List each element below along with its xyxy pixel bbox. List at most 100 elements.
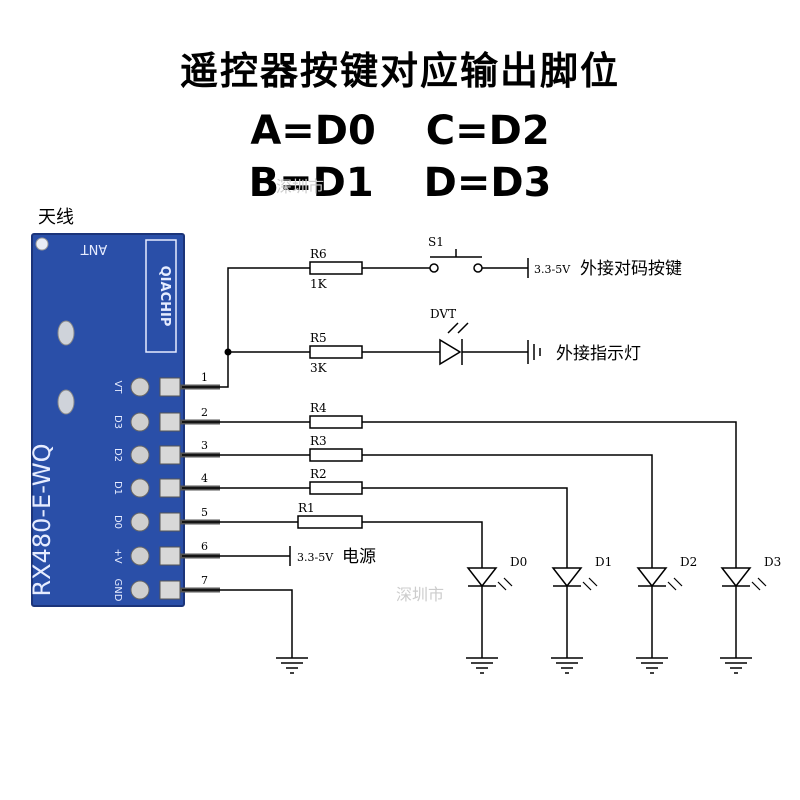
led-body: [466, 567, 498, 588]
led-ray: [667, 581, 677, 591]
model-text: RX480-E-WQ: [28, 443, 56, 596]
wire-r1: [362, 521, 483, 568]
led-ray: [503, 577, 513, 587]
r6-name: R6: [310, 247, 327, 261]
brand-box: [145, 239, 177, 353]
ground-symbols: [276, 657, 752, 674]
ground-symbol: [276, 657, 308, 674]
component-1: [57, 320, 75, 346]
ground-symbol: [551, 657, 583, 674]
pin-1: VT1: [112, 371, 220, 397]
pin-pad: [130, 512, 150, 532]
r2-name: R2: [310, 467, 327, 481]
resistor-labels: R6 1K R5 3K R4 R3 R2 R1: [298, 247, 328, 515]
pin-label: D1: [112, 481, 123, 495]
wire-r2: [362, 487, 568, 568]
wire-pin7: [182, 589, 293, 658]
pin-number: 5: [201, 506, 208, 519]
led-d1: D1: [551, 555, 612, 591]
resistor-r1: [297, 515, 363, 529]
led-ray: [757, 577, 767, 587]
pin-header: [159, 580, 181, 600]
led-body: [636, 567, 668, 588]
pin-pad: [130, 580, 150, 600]
pin-pad: [130, 478, 150, 498]
pin-pad: [130, 377, 150, 397]
r3-name: R3: [310, 434, 327, 448]
antenna-label: 天线: [38, 207, 74, 228]
s1-label: S1: [428, 235, 444, 249]
mapping-d: D=D3: [423, 160, 552, 206]
pin-header: [159, 512, 181, 532]
led-d0: D0: [466, 555, 527, 591]
component-2: [57, 389, 75, 415]
mapping-row-2: B=D1 D=D3: [0, 160, 800, 206]
pin-label: D3: [112, 415, 123, 429]
ant-text: ANT: [81, 241, 108, 256]
pin-number: 4: [201, 472, 208, 485]
mapping-a: A=D0: [250, 108, 376, 154]
pin-label: GND: [112, 579, 123, 602]
wire-r4: [362, 421, 737, 568]
pin-pad: [130, 546, 150, 566]
ground-symbol: [720, 657, 752, 674]
r4-name: R4: [310, 401, 327, 415]
watermark-bottom: 深圳市: [396, 585, 444, 604]
pin-pad: [130, 412, 150, 432]
led-label: D3: [764, 555, 781, 569]
watermark-top: 深圳市: [276, 177, 324, 196]
pin-header: [159, 412, 181, 432]
led-ray: [582, 581, 592, 591]
led-d2: D2: [636, 555, 697, 591]
led-d3: D3: [720, 555, 781, 591]
led-ray: [751, 581, 761, 591]
pin-number: 1: [201, 371, 208, 384]
resistor-r3: [309, 448, 363, 462]
resistor-r5: [309, 345, 363, 359]
resistor-r4: [309, 415, 363, 429]
mapping-c: C=D2: [425, 108, 550, 154]
junction-dot: [224, 348, 232, 356]
wire-r3: [362, 454, 653, 568]
ground-symbol: [636, 657, 668, 674]
dvt-label: DVT: [430, 307, 456, 321]
pair-button-label: 外接对码按键: [580, 259, 682, 279]
pin-number: 2: [201, 406, 208, 419]
pin-number: 7: [201, 574, 208, 587]
pair-button-voltage: 3.3-5V: [534, 263, 571, 276]
wire-pin1: [182, 267, 310, 388]
r6-value: 1K: [310, 277, 328, 291]
mapping-b: B=D1: [248, 160, 374, 206]
wires: [182, 267, 737, 658]
page-title: 遥控器按键对应输出脚位: [179, 49, 620, 93]
power-label: 电源: [342, 547, 376, 567]
resistors: [297, 261, 363, 529]
led-label: D0: [510, 555, 527, 569]
led-body: [720, 567, 752, 588]
led-ray: [588, 577, 598, 587]
led-label: D1: [595, 555, 612, 569]
pin-label: +V: [112, 548, 123, 563]
pin-header: [159, 546, 181, 566]
antenna-hole: [35, 237, 49, 251]
pin-number: 3: [201, 439, 208, 452]
terminal-bars: [289, 258, 541, 566]
led-label: D2: [680, 555, 697, 569]
brand-text: QIACHIP: [157, 266, 172, 327]
pin-label: D2: [112, 448, 123, 462]
rx-module: ANT QIACHIP RX480-E-WQ: [28, 233, 185, 607]
pin-header: [159, 377, 181, 397]
resistor-r2: [309, 481, 363, 495]
r5-value: 3K: [310, 361, 328, 375]
pin-pad: [130, 445, 150, 465]
led-ray: [673, 577, 683, 587]
power-voltage: 3.3-5V: [297, 551, 334, 564]
resistor-r6: [309, 261, 363, 275]
ground-symbol: [466, 657, 498, 674]
r5-name: R5: [310, 331, 327, 345]
pin-header: [159, 478, 181, 498]
pin-header: [159, 445, 181, 465]
led-ray: [497, 581, 507, 591]
dvt-led: [439, 322, 469, 366]
